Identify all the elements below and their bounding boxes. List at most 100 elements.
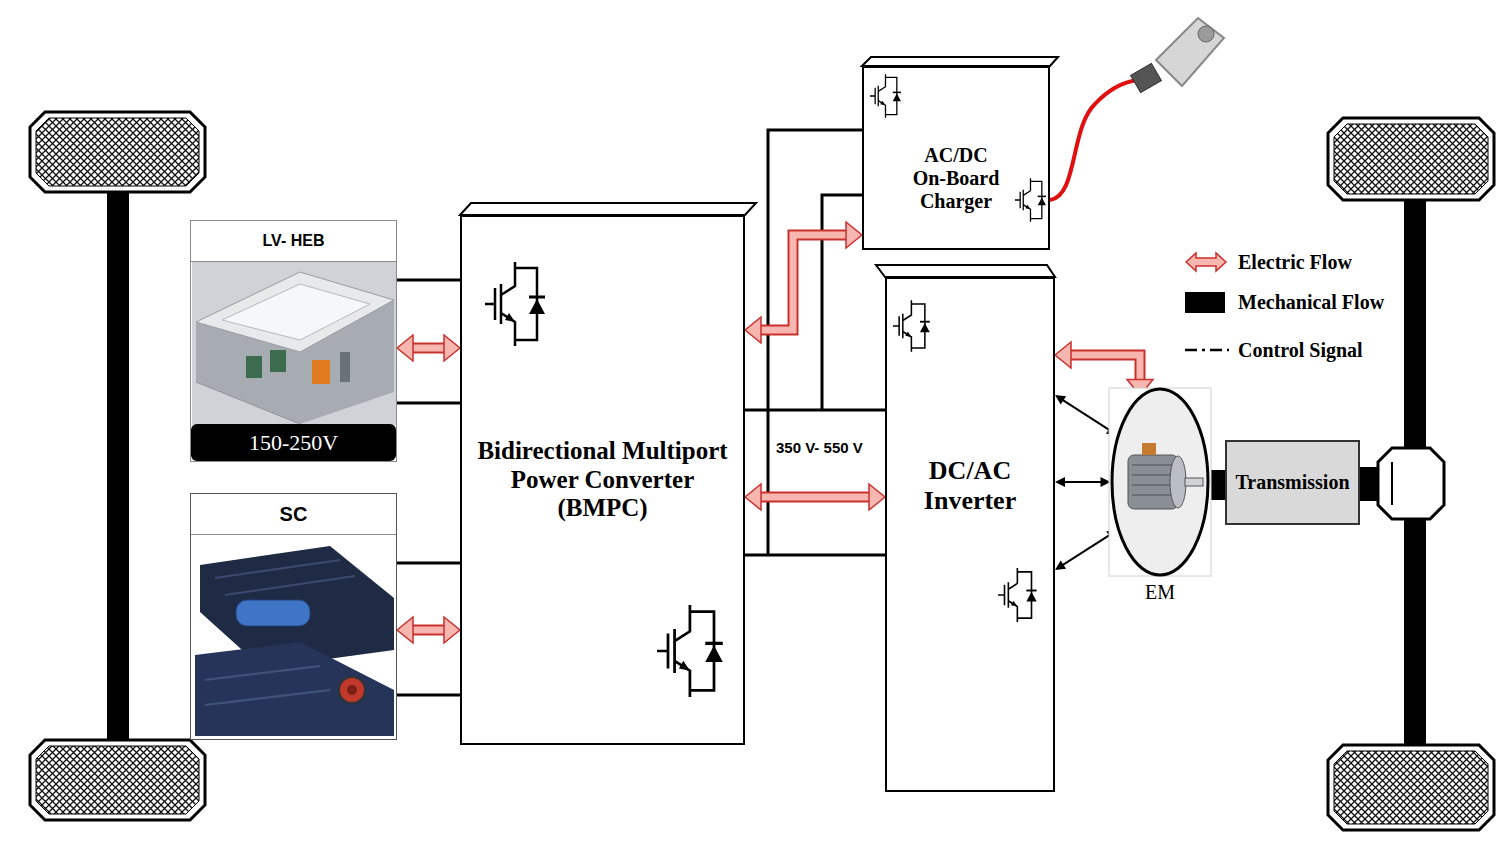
supercapacitor-photo [205,690,330,705]
battery-photo [222,284,370,340]
phase-arrowhead [1055,395,1066,405]
legend-sample [1185,339,1229,361]
machine-outline [1142,443,1156,455]
charging-cable [1156,18,1224,86]
dc-wires [397,279,460,282]
box-label: AC/DC On-Board Charger [908,144,1004,213]
charging-cable [1050,18,1224,200]
left-wheel-axle [30,112,205,820]
battery-photo [196,272,394,352]
switch-symbol [893,300,930,351]
right-wheel-axle [1334,124,1488,194]
phase-wire [1063,481,1103,483]
phase-arrowhead [1055,560,1066,570]
dc-wires [768,130,862,555]
machine-outline [1112,389,1208,575]
supercapacitor-photo [205,666,320,680]
supercapacitor-photo [339,677,365,703]
legend-entry: Control Signal [1185,330,1363,370]
legend-entry: Mechanical Flow [1185,282,1384,322]
photo-window [191,262,396,424]
right-wheel-axle [1328,118,1494,200]
electric-flow-arrow [397,335,460,361]
electric-flow-arrow [397,617,460,643]
flow-shaft-outline [411,625,446,636]
flow-arrowhead [444,617,460,643]
flow-arrowhead [745,317,761,343]
charger-flow-arrow [745,222,862,343]
right-wheel-axle [1328,745,1494,830]
switch-symbol [485,74,1046,697]
supercapacitor-photo [195,642,394,736]
machine-outline [1132,474,1174,476]
legend-sample [1185,349,1229,352]
machine-outline [1185,478,1203,486]
flow-arrowhead [397,617,413,643]
supercapacitor-photo [192,535,396,739]
battery-photo [340,352,350,382]
box-top-faces [876,265,1055,277]
flow-arrowhead [745,484,761,510]
phase-arrowhead [1055,477,1065,487]
electric-machine: EM [1108,387,1212,609]
left-wheel-axle [36,746,199,814]
supercapacitor-photo [225,576,355,595]
inverter-box: DC/AC Inverter [885,277,1055,792]
flow-shaft [1069,355,1140,382]
right-wheel-axle [1334,751,1488,824]
machine-outline [1108,387,1212,577]
machine-outline [1109,388,1211,576]
supercapacitor-photo [215,560,340,578]
battery-photo [196,382,300,424]
battery-photo [192,262,396,425]
flow-shaft-outline [1069,355,1140,382]
phase-line [1055,395,1117,435]
flow-shaft-outline [411,343,446,354]
dc-wires [397,402,460,405]
machine-outline [1132,484,1174,486]
phase-wire [1062,534,1111,565]
battery-photo [246,356,262,378]
flow-arrowhead [846,222,862,248]
machine-outline [1132,464,1174,466]
flow-shaft [759,235,848,330]
pack-heading: SC [191,494,396,535]
dc-bus-flow-arrow [745,484,885,510]
legend-sample [1185,251,1229,273]
left-wheel-axle [36,118,199,186]
phase-wire [1062,399,1111,430]
machine-label: EM [1145,581,1175,604]
charging-cable [1050,80,1138,200]
supercapacitor-photo [347,685,357,695]
box-top-faces [862,57,1058,66]
supercapacitor-photo [236,600,310,626]
transmission-box: Transmission [1225,440,1360,525]
charging-cable [1131,63,1162,92]
battery-photo [192,262,396,425]
dc-wires [822,195,862,410]
flow-shaft [759,494,871,501]
flow-arrowhead [444,335,460,361]
flow-arrowhead [1055,342,1071,368]
left-wheel-axle [30,112,205,192]
dc-wires [397,562,460,565]
dc-wires [745,409,885,412]
battery-photo [270,350,286,372]
dc-wires [745,554,885,557]
box-top-faces [460,57,1058,277]
switch-symbol [485,262,545,346]
battery-photo [196,272,394,424]
legend-swatch [1185,292,1225,313]
switch-symbol [657,605,723,697]
photo-window [191,535,396,739]
machine-outline [1170,456,1186,508]
phase-line [1055,477,1111,487]
right-wheel-axle [1391,462,1393,505]
flow-arrowhead [397,335,413,361]
pack-heading: LV- HEB [191,221,396,262]
converter-box: Bidirectional Multiport Power Converter … [460,215,745,745]
bus-voltage-label: 350 V- 550 V [774,439,865,456]
box-label: Bidirectional Multiport Power Converter … [468,437,737,523]
voltage-band: 150-250V [191,424,396,461]
switch-symbol [1015,178,1046,221]
